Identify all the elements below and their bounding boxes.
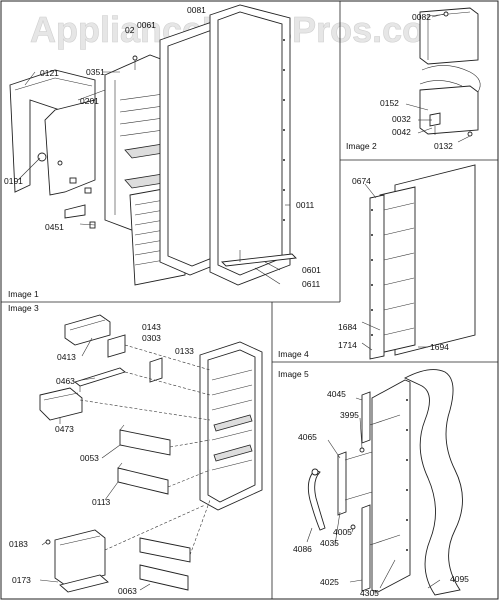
label-0601: 0601: [302, 265, 321, 275]
label-0413: 0413: [57, 352, 76, 362]
label-0473: 0473: [55, 424, 74, 434]
label-0042: 0042: [392, 127, 411, 137]
label-0132: 0132: [434, 141, 453, 151]
label-1694: 1694: [430, 342, 449, 352]
label-0113: 0113: [92, 497, 111, 507]
label-0032: 0032: [392, 114, 411, 124]
label-4025: 4025: [320, 577, 339, 587]
label-0061: 0061: [137, 20, 156, 30]
label-0173: 0173: [12, 575, 31, 585]
label-4095: 4095: [450, 574, 469, 584]
image1-drawing: [9, 4, 297, 286]
label-4086: 4086: [293, 544, 312, 554]
label-0303: 0303: [142, 333, 161, 343]
label-0463: 0463: [56, 376, 75, 386]
label-4045: 4045: [327, 389, 346, 399]
label-0081: 0081: [187, 5, 206, 15]
label-0121: 0121: [40, 68, 59, 78]
label-0451: 0451: [45, 222, 64, 232]
image2-drawing: [405, 7, 481, 143]
label-4065: 4065: [298, 432, 317, 442]
label-0011: 0011: [296, 200, 315, 210]
label-0143: 0143: [142, 322, 161, 332]
panel-title-image1: Image 1: [8, 289, 39, 299]
panel-title-image4: Image 4: [278, 349, 309, 359]
label-0674: 0674: [352, 176, 371, 186]
label-0183: 0183: [9, 539, 28, 549]
label-1714: 1714: [338, 340, 357, 350]
label-0063: 0063: [118, 586, 137, 596]
label-0152: 0152: [380, 98, 399, 108]
label-0082: 0082: [412, 12, 431, 22]
label-4005: 4005: [333, 527, 352, 537]
panel-title-image5: Image 5: [278, 369, 309, 379]
label-0351: 0351: [86, 67, 105, 77]
image3-drawing: [39, 314, 263, 593]
image5-drawing: [306, 369, 463, 596]
label-0611: 0611: [302, 279, 321, 289]
label-0191: 0191: [4, 176, 23, 186]
label-1684: 1684: [338, 322, 357, 332]
image4-drawing: [361, 164, 476, 360]
label-0133: 0133: [175, 346, 194, 356]
label-02x: 02: [125, 25, 135, 35]
label-4305: 4305: [360, 588, 379, 598]
label-0201: 0201: [80, 96, 99, 106]
panel-title-image3: Image 3: [8, 303, 39, 313]
label-3995: 3995: [340, 410, 359, 420]
label-4035: 4035: [320, 538, 339, 548]
label-0053: 0053: [80, 453, 99, 463]
panel-title-image2: Image 2: [346, 141, 377, 151]
